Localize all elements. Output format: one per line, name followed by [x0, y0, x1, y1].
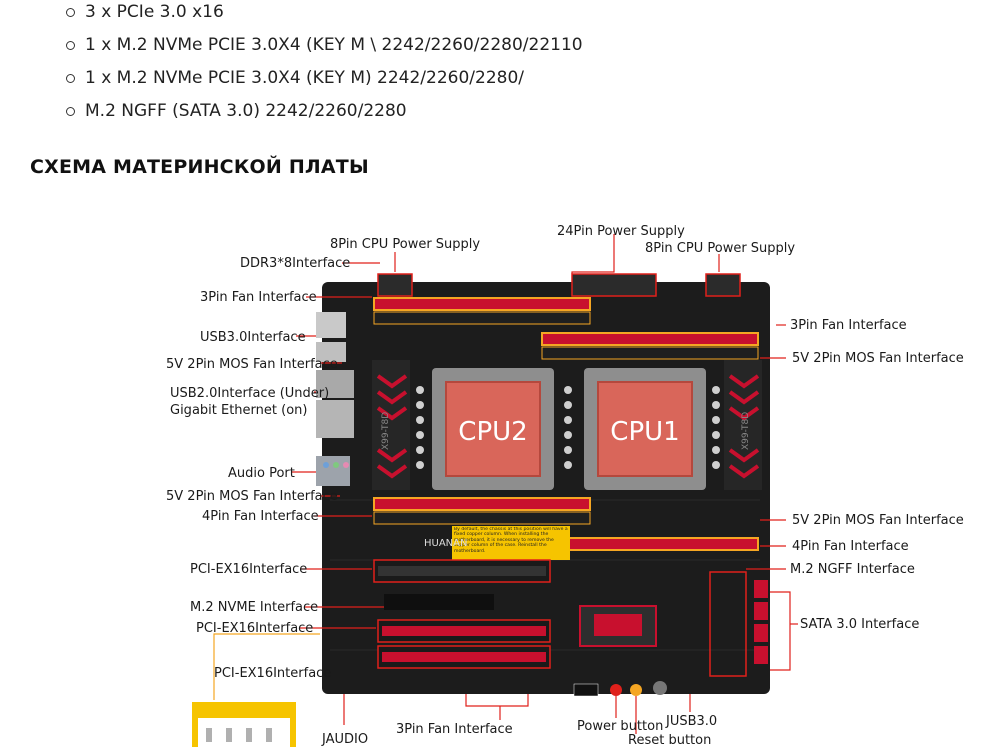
dimm-slot [373, 511, 591, 525]
cpu1-socket: CPU1 [584, 368, 706, 490]
power-button [610, 684, 622, 696]
ethernet-port [316, 400, 354, 438]
label-3pin-fan-bottom: 3Pin Fan Interface [396, 722, 513, 737]
reset-button [630, 684, 642, 696]
label-pcie-3: PCI-EX16Interface [214, 666, 331, 681]
cpu2-label: CPU2 [458, 417, 527, 447]
pcie-slot-contacts [382, 652, 546, 662]
label-4pin-fan: 4Pin Fan Interface [202, 509, 319, 524]
label-mos-fan-right-top: 5V 2Pin MOS Fan Interface [792, 351, 964, 366]
section-heading: СХЕМА МАТЕРИНСКОЙ ПЛАТЫ [30, 156, 369, 178]
spec-item: 3 x PCIe 3.0 x16 [85, 2, 224, 22]
label-power-button: Power button [577, 719, 663, 734]
spec-item: 1 x M.2 NVMe PCIE 3.0X4 (KEY M \ 2242/22… [85, 35, 583, 55]
label-pcie-2: PCI-EX16Interface [196, 621, 313, 636]
note-text: By default, the chassis at this position… [454, 527, 568, 554]
label-24pin-power: 24Pin Power Supply [557, 224, 685, 239]
pcie-slot-contacts [382, 626, 546, 636]
label-ddr3: DDR3*8Interface [240, 256, 350, 271]
dimm-slot [541, 332, 759, 346]
label-m2-ngff: M.2 NGFF Interface [790, 562, 915, 577]
list-bullet [66, 107, 75, 116]
sata-ports [754, 580, 768, 664]
label-jaudio: JAUDIO [321, 732, 368, 747]
label-mos-fan-top: 5V 2Pin MOS Fan Interface [166, 357, 338, 372]
label-3pin-fan: 3Pin Fan Interface [200, 290, 317, 305]
capacitors [416, 386, 720, 469]
dimm-slot [373, 297, 591, 311]
audio-jack [316, 456, 350, 486]
callout-lines-orange [213, 633, 320, 700]
label-reset-button: Reset button [628, 733, 711, 747]
m2-ngff-slot [709, 571, 747, 677]
debug-led-display [573, 683, 599, 697]
cpu-power-connector [377, 273, 413, 297]
vrm-heatsink-right: X99-T8D [724, 360, 762, 490]
label-usb3: USB3.0Interface [200, 330, 306, 345]
io-panel [316, 312, 354, 486]
callout-lines [292, 234, 798, 734]
label-m2-nvme: M.2 NVME Interface [190, 600, 318, 615]
cpu1-label: CPU1 [610, 417, 679, 447]
label-sata: SATA 3.0 Interface [800, 617, 919, 632]
label-pcie-1: PCI-EX16Interface [190, 562, 307, 577]
dimm-slot [541, 537, 759, 551]
chipset-logo [594, 614, 642, 636]
dimm-slot [373, 311, 591, 325]
cmos-battery [653, 681, 667, 695]
motherboard-diagram: X99-T8D X99-T8D CPU2 CPU1 By default, th… [0, 200, 1000, 747]
label-8pin-cpu-power: 8Pin CPU Power Supply [330, 237, 480, 252]
cpu-power-connector [705, 273, 741, 297]
usb2-port [316, 370, 354, 398]
label-mos-fan-right-bottom: 5V 2Pin MOS Fan Interface [792, 513, 964, 528]
copper-column-note: By default, the chassis at this position… [452, 526, 570, 560]
board-model-label: X99-T8D [741, 412, 751, 450]
label-audio: Audio Port [228, 466, 295, 481]
label-mos-fan-bottom: 5V 2Pin MOS Fan Interface [166, 489, 338, 504]
pcie-slot-contacts [378, 566, 546, 576]
atx-power-connector [571, 273, 657, 297]
spec-item: 1 x M.2 NVMe PCIE 3.0X4 (KEY M) 2242/226… [85, 68, 525, 88]
label-8pin-cpu-power-2: 8Pin CPU Power Supply [645, 241, 795, 256]
usb3-port [316, 312, 346, 338]
usb3-port [316, 342, 346, 362]
label-ethernet: Gigabit Ethernet (on) [170, 403, 307, 418]
label-usb2: USB2.0Interface (Under) [170, 386, 329, 401]
board-brand: HUANAN [424, 538, 467, 549]
label-jusb3: JUSB3.0 [665, 714, 717, 729]
list-bullet [66, 74, 75, 83]
inset-thumbnail [192, 702, 296, 747]
cpu2-socket: CPU2 [432, 368, 554, 490]
m2-nvme-slot [384, 594, 494, 610]
board-model-label: X99-T8D [381, 412, 391, 450]
label-3pin-fan-right: 3Pin Fan Interface [790, 318, 907, 333]
list-bullet [66, 8, 75, 17]
spec-item: M.2 NGFF (SATA 3.0) 2242/2260/2280 [85, 101, 407, 121]
motherboard-diagram-svg: X99-T8D X99-T8D CPU2 CPU1 By default, th… [166, 224, 964, 747]
list-bullet [66, 41, 75, 50]
label-4pin-fan-right: 4Pin Fan Interface [792, 539, 909, 554]
dimm-slot [373, 497, 591, 511]
dimm-slot [541, 346, 759, 360]
vrm-heatsink-left [372, 360, 410, 490]
